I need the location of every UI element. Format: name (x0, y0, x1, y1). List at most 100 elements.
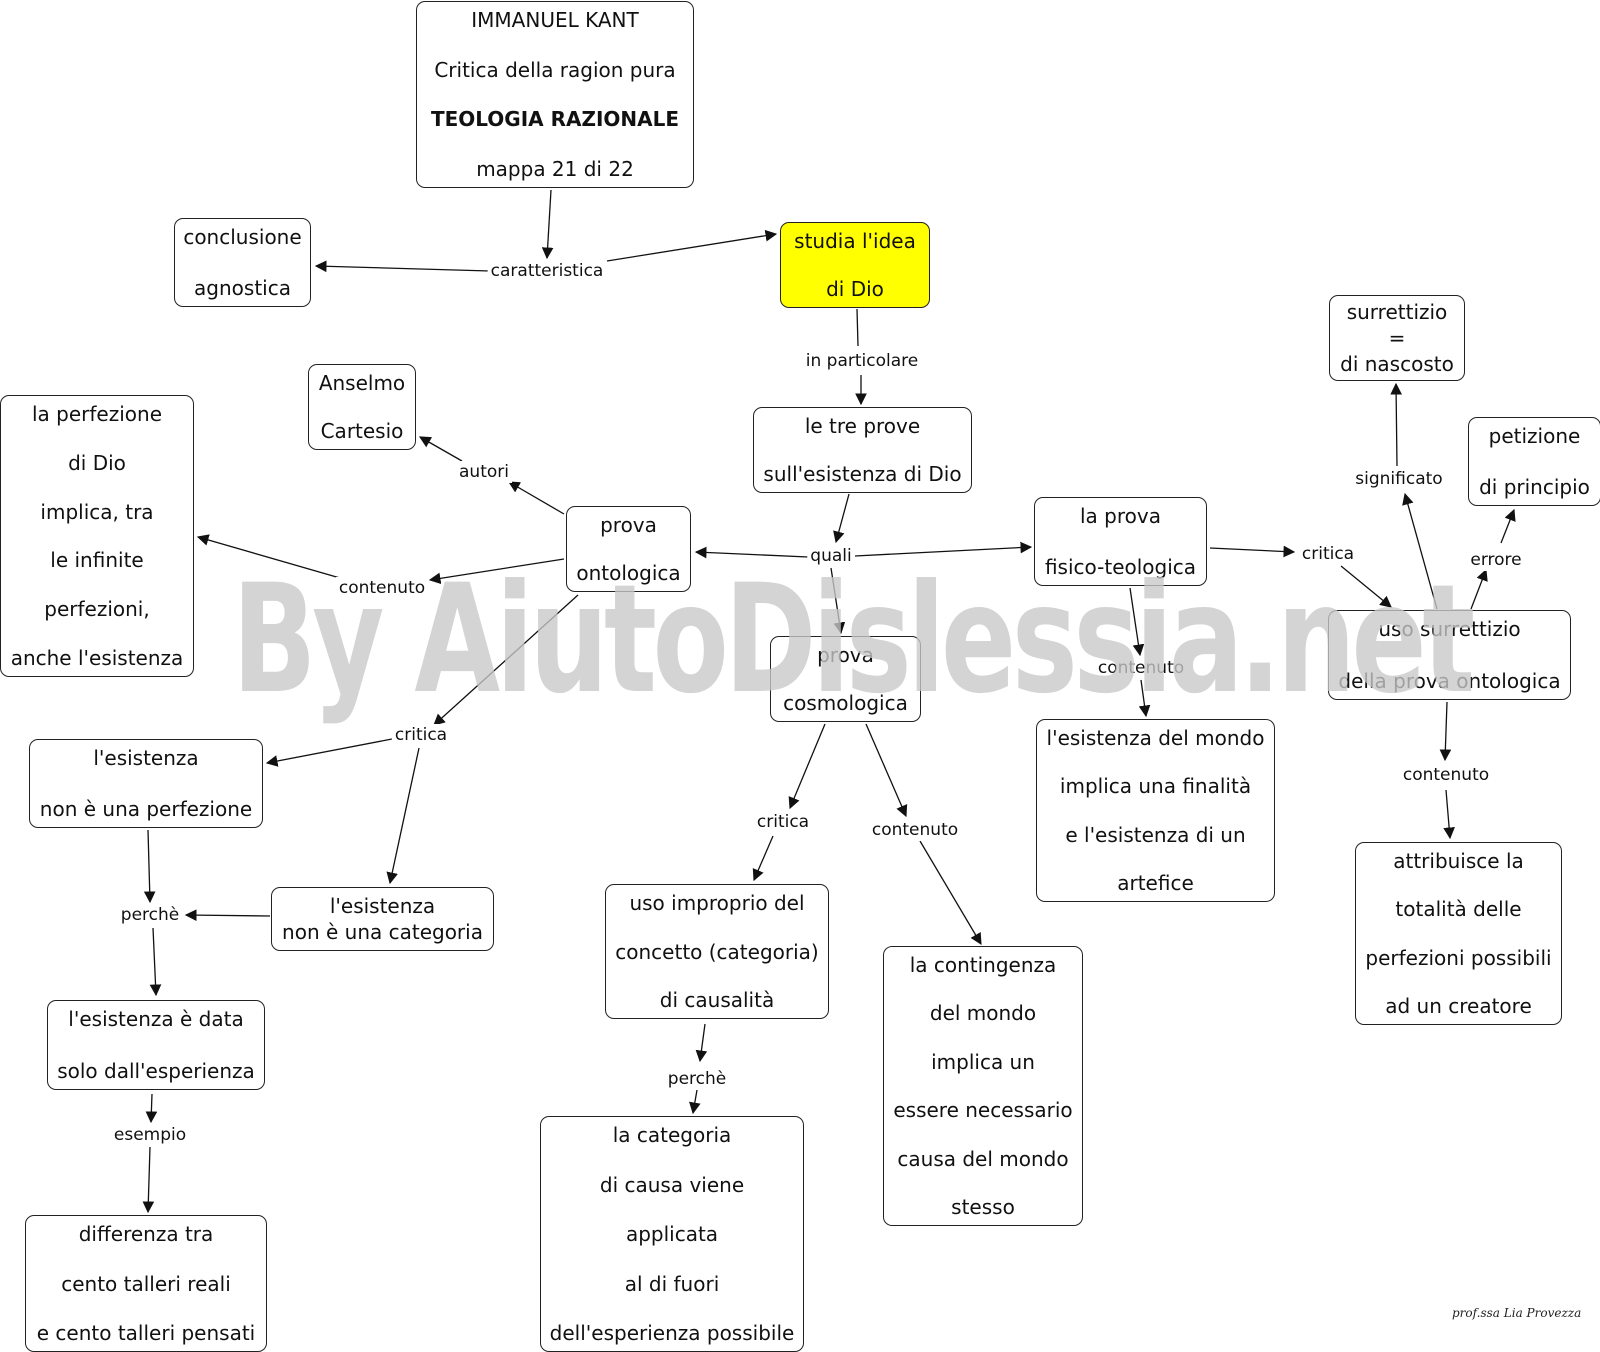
signature: prof.ssa Lia Provezza (1452, 1306, 1582, 1320)
node-esistenza-non-categoria[interactable]: l'esistenza non è una categoria (271, 887, 494, 951)
node-line: di Dio (68, 450, 126, 475)
node-uso-surrettizio[interactable]: uso surrettizio della prova ontologica (1328, 610, 1571, 700)
node-line: implica un (931, 1049, 1035, 1074)
node-conclusione-agnostica[interactable]: conclusione agnostica (174, 218, 311, 307)
title-author: IMMANUEL KANT (471, 8, 639, 32)
edge-contenuto-contingenza (919, 840, 982, 946)
link-contenuto-fisico: contenuto (1094, 657, 1188, 679)
node-line: totalità delle (1395, 897, 1522, 922)
node-line: e l'esistenza di un (1065, 822, 1246, 847)
node-uso-improprio[interactable]: uso improprio del concetto (categoria) d… (605, 884, 829, 1019)
link-significato: significato (1352, 468, 1446, 490)
edge-fisico-critica (1209, 545, 1296, 558)
node-esistenza-non-perfezione[interactable]: l'esistenza non è una perfezione (29, 739, 263, 828)
node-anselmo-cartesio[interactable]: Anselmo Cartesio (308, 364, 416, 450)
node-line: prova (600, 513, 657, 537)
node-line: applicata (625, 1222, 719, 1246)
node-line: fisico-teologica (1044, 555, 1197, 579)
node-line: anche l'esistenza (10, 645, 184, 670)
node-prova-ontologica[interactable]: prova ontologica (566, 506, 691, 592)
edge-errore-petizione (1500, 508, 1516, 544)
node-line: dell'esperienza possibile (549, 1321, 795, 1345)
node-line: prova (817, 643, 874, 667)
node-line: = (1388, 326, 1406, 350)
node-line: attribuisce la (1393, 849, 1524, 873)
node-line: causa del mondo (897, 1146, 1069, 1171)
node-categoria-causa[interactable]: la categoria di causa viene applicata al… (540, 1116, 804, 1352)
node-prova-fisico-teologica[interactable]: la prova fisico-teologica (1034, 497, 1207, 586)
link-contenuto-ontologica: contenuto (335, 577, 429, 599)
node-line: differenza tra (78, 1222, 214, 1246)
link-critica-cosmologica: critica (753, 811, 813, 833)
edge-critica-usosurrettizio (1340, 565, 1392, 608)
edge-significato-surrettizio (1390, 382, 1402, 467)
node-line: l'esistenza del mondo (1046, 726, 1265, 750)
node-line: al di fuori (624, 1271, 720, 1296)
node-esistenza-data-esperienza[interactable]: l'esistenza è data solo dall'esperienza (47, 1000, 265, 1090)
node-line: di Dio (826, 277, 884, 301)
edge-perche-categoria (689, 1089, 701, 1115)
link-critica-ontologica: critica (391, 724, 451, 746)
node-line: l'esistenza (329, 894, 436, 918)
node-prova-cosmologica[interactable]: prova cosmologica (770, 636, 921, 722)
node-attribuisce[interactable]: attribuisce la totalità delle perfezioni… (1355, 842, 1562, 1025)
edge-ontologica-autori (507, 481, 565, 515)
edge-cosmologica-contenuto (865, 723, 908, 818)
link-quali: quali (807, 545, 855, 567)
node-line: solo dall'esperienza (57, 1059, 255, 1083)
node-line: artefice (1117, 870, 1194, 895)
node-line: di causalità (659, 988, 775, 1012)
edge-critica-nonperfezione (265, 738, 393, 767)
edge-usosurrettizio-contenuto (1439, 701, 1452, 762)
node-cento-talleri[interactable]: differenza tra cento talleri reali e cen… (25, 1215, 267, 1352)
node-line: studia l'idea (794, 229, 916, 253)
link-contenuto-uso: contenuto (1399, 764, 1493, 786)
node-line: sull'esistenza di Dio (763, 462, 962, 486)
node-line: Anselmo (318, 371, 406, 395)
node-surrettizio[interactable]: surrettizio = di nascosto (1329, 295, 1465, 381)
node-line: agnostica (194, 276, 291, 300)
edge-studia-inparticolare (856, 308, 859, 347)
node-tre-prove[interactable]: le tre prove sull'esistenza di Dio (753, 407, 972, 493)
title-topic: TEOLOGIA RAZIONALE (430, 107, 680, 132)
title-node[interactable]: IMMANUEL KANT Critica della ragion pura … (416, 1, 694, 188)
edge-critica-noncategoria (386, 747, 420, 885)
edge-autori-anselmo (418, 436, 463, 462)
node-line: della prova ontologica (1338, 669, 1561, 693)
edge-usoimproprio-perche (695, 1023, 708, 1063)
node-line: essere necessario (893, 1098, 1073, 1123)
node-line: perfezioni possibili (1365, 945, 1552, 970)
edge-title-caratteristica (541, 189, 554, 260)
node-perfezione-di-dio[interactable]: la perfezione di Dio implica, tra le inf… (0, 395, 194, 677)
edge-ontologica-critica (433, 594, 579, 726)
link-contenuto-cosmologica: contenuto (868, 819, 962, 841)
node-line: surrettizio (1346, 300, 1448, 324)
node-line: le infinite (50, 548, 144, 573)
edge-quali-cosmologica (830, 567, 846, 635)
node-contingenza-mondo[interactable]: la contingenza del mondo implica un esse… (883, 946, 1083, 1226)
edge-caratteristica-studia (606, 229, 778, 262)
node-petizione-principio[interactable]: petizione di principio (1468, 417, 1600, 506)
edge-caratteristica-conclusione (314, 260, 491, 273)
node-line: la contingenza (909, 953, 1057, 977)
edge-contenuto-esistenzamondo (1138, 679, 1151, 718)
node-line: implica una finalità (1059, 774, 1252, 799)
node-studia-idea-dio[interactable]: studia l'idea di Dio (780, 222, 930, 308)
edge-treprove-quali (833, 493, 850, 544)
node-line: di nascosto (1340, 352, 1454, 376)
node-line: uso improprio del (629, 891, 805, 915)
node-esistenza-mondo[interactable]: l'esistenza del mondo implica una finali… (1036, 719, 1275, 902)
link-perche-mid: perchè (664, 1068, 730, 1090)
node-line: l'esistenza (93, 746, 199, 770)
edge-fisico-contenuto (1129, 587, 1145, 657)
node-line: la perfezione (31, 402, 162, 426)
edge-ontologica-contenuto (428, 558, 565, 585)
edge-usosurrettizio-significato (1402, 492, 1438, 610)
title-map-number: mappa 21 di 22 (476, 156, 634, 181)
node-line: cosmologica (783, 691, 908, 715)
node-line: Cartesio (320, 419, 404, 443)
edge-nonperfezione-perche (143, 829, 156, 904)
node-line: ad un creatore (1385, 993, 1532, 1018)
